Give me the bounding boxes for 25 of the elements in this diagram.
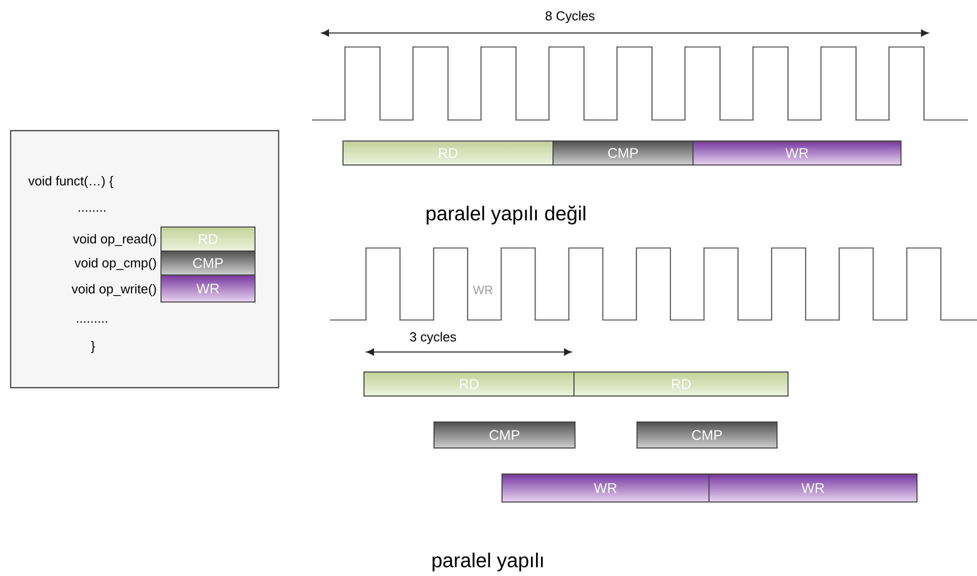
stage-bar: CMP	[434, 422, 576, 448]
stage-bar: WR	[160, 274, 256, 302]
dimension-label: 3 cycles	[408, 330, 458, 346]
code-line: void op_read()	[73, 234, 156, 246]
caption-text: paralel yapılı değil	[424, 204, 588, 226]
stage-bar: WR	[692, 140, 902, 166]
code-line: void op_cmp()	[74, 258, 156, 270]
stage-bar: CMP	[552, 140, 694, 166]
stage-bar: CMP	[160, 250, 256, 276]
caption-text: paralel yapılı	[430, 552, 546, 572]
stage-bar: RD	[160, 226, 256, 252]
code-line: void funct(…) {	[28, 176, 114, 188]
stage-bar: RD	[342, 140, 554, 166]
faint-label: WR	[472, 284, 494, 296]
code-line: void op_write()	[72, 284, 156, 296]
code-box	[10, 130, 280, 388]
code-line: }	[91, 340, 95, 354]
stage-bar: CMP	[636, 422, 778, 448]
code-line: .........	[76, 321, 108, 323]
code-line: ........	[78, 210, 106, 212]
stage-bar: WR	[502, 474, 710, 502]
stage-bar: RD	[364, 372, 574, 396]
dimension-label: 8 Cycles	[544, 10, 596, 24]
stage-bar: WR	[708, 474, 918, 502]
stage-bar: RD	[574, 372, 788, 396]
